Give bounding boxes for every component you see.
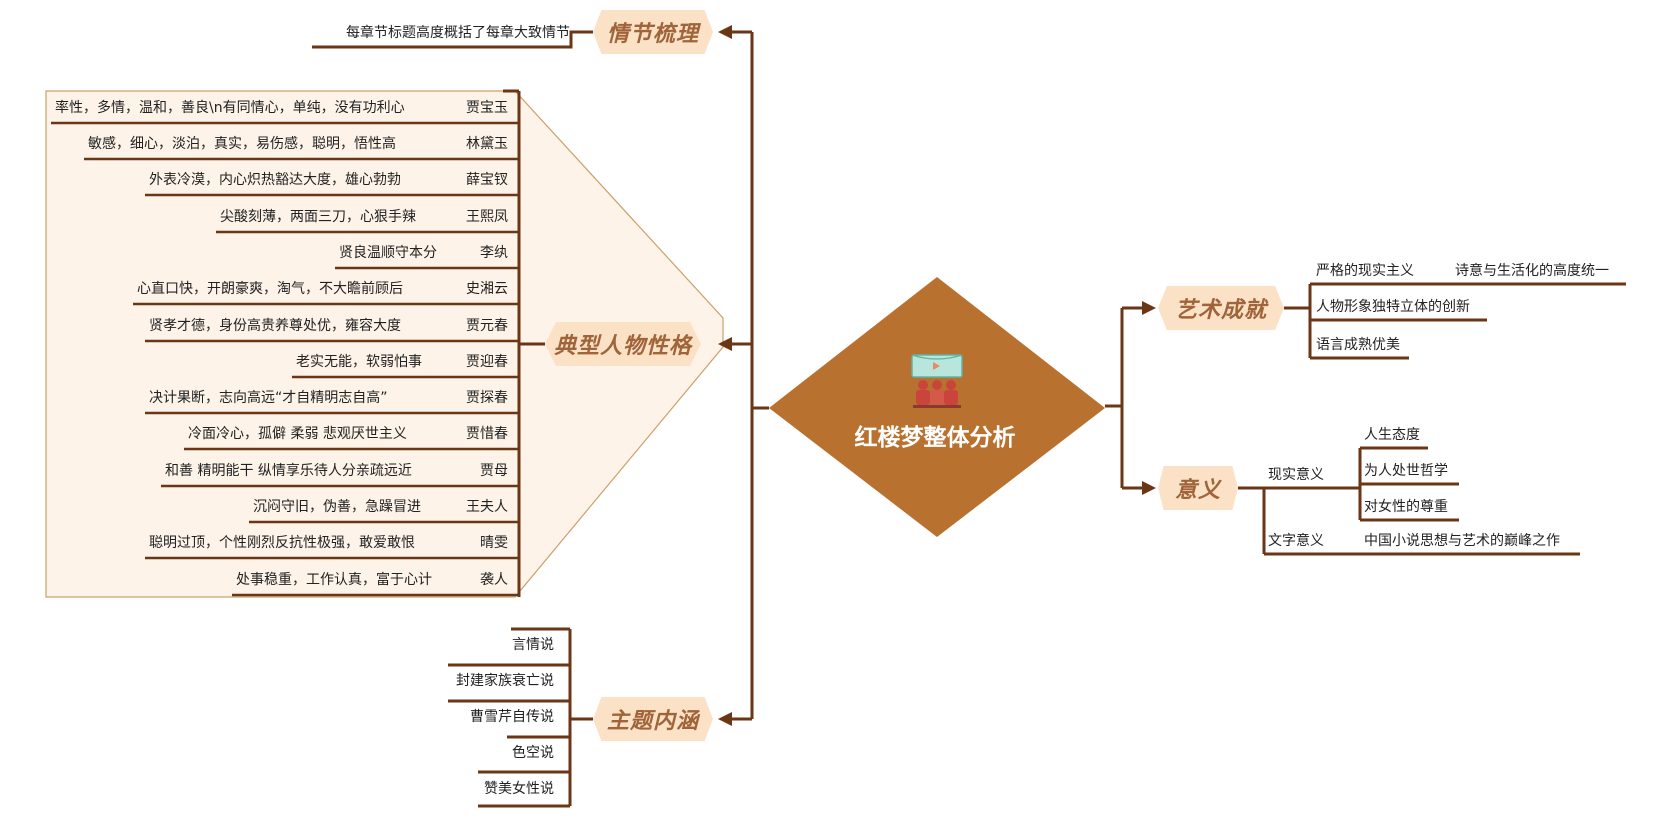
name-xiren: 袭人	[480, 572, 508, 588]
name-li-wan: 李纨	[480, 245, 508, 261]
trait-qingwen: 聪明过顶，个性刚烈反抗性极强，敢爱敢恨	[149, 535, 415, 551]
name-jia-yingchun: 贾迎春	[466, 354, 508, 370]
name-jia-mu: 贾母	[480, 463, 508, 479]
trait-jia-yingchun: 老实无能，软弱怕事	[296, 354, 422, 370]
trait-lin-daiyu: 敏感，细心，淡泊，真实，易伤感，聪明，悟性高	[88, 136, 396, 152]
branch-art[interactable]: 艺术成就	[1158, 286, 1284, 330]
name-qingwen: 晴雯	[480, 535, 508, 551]
plot-note: 每章节标题高度概括了每章大致情节	[346, 25, 570, 41]
meaning-real-item-2: 为人处世哲学	[1364, 463, 1448, 479]
name-jia-xichun: 贾惜春	[466, 426, 508, 442]
meaning-text-label: 文字意义	[1268, 533, 1324, 549]
name-jia-baoyu: 贾宝玉	[466, 100, 508, 116]
meaning-real-label: 现实意义	[1268, 467, 1324, 483]
branch-plot[interactable]: 情节梳理	[593, 10, 713, 54]
meaning-real-item-3: 对女性的尊重	[1364, 499, 1448, 515]
theme-item-5: 赞美女性说	[484, 781, 554, 797]
theme-item-2: 封建家族衰亡说	[456, 673, 554, 689]
branch-meaning[interactable]: 意义	[1158, 466, 1238, 510]
theme-item-4: 色空说	[512, 745, 554, 761]
trait-xue-baochai: 外表冷漠，内心炽热豁达大度，雄心勃勃	[149, 172, 401, 188]
trait-wang-furen: 沉闷守旧，伪善，急躁冒进	[253, 499, 421, 515]
art-subitem-poetic: 诗意与生活化的高度统一	[1455, 263, 1609, 279]
trait-wang-xifeng: 尖酸刻薄，两面三刀，心狠手辣	[220, 209, 416, 225]
art-item-characters: 人物形象独特立体的创新	[1316, 299, 1470, 315]
trait-jia-yuanchun: 贤孝才德，身份高贵养尊处优，雍容大度	[149, 318, 401, 334]
theater-audience-icon	[911, 354, 963, 408]
trait-li-wan: 贤良温顺守本分	[339, 245, 437, 261]
name-xue-baochai: 薛宝钗	[466, 172, 508, 188]
name-jia-tanchun: 贾探春	[466, 390, 508, 406]
branch-characters[interactable]: 典型人物性格	[545, 322, 701, 366]
trait-jia-tanchun: 决计果断，志向高远“才自精明志自高”	[149, 390, 388, 406]
trait-jia-xichun: 冷面冷心，孤僻 柔弱 悲观厌世主义	[188, 426, 407, 442]
branch-theme[interactable]: 主题内涵	[593, 697, 713, 741]
trait-jia-baoyu: 率性，多情，温和，善良\n有同情心，单纯，没有功利心	[55, 100, 405, 116]
name-jia-yuanchun: 贾元春	[466, 318, 508, 334]
trait-xiren: 处事稳重，工作认真，富于心计	[236, 572, 432, 588]
center-title: 红楼梦整体分析	[854, 425, 1016, 451]
art-item-language: 语言成熟优美	[1316, 337, 1400, 353]
theme-item-1: 言情说	[512, 637, 554, 653]
art-item-realism: 严格的现实主义	[1316, 263, 1414, 279]
trait-shi-xiangyun: 心直口快，开朗豪爽，淘气，不大瞻前顾后	[137, 281, 403, 297]
name-wang-xifeng: 王熙凤	[466, 209, 508, 225]
name-lin-daiyu: 林黛玉	[466, 136, 508, 152]
name-wang-furen: 王夫人	[466, 499, 508, 515]
meaning-real-item-1: 人生态度	[1364, 427, 1420, 443]
trait-jia-mu: 和善 精明能干 纵情享乐待人分亲疏远近	[165, 463, 412, 479]
theme-item-3: 曹雪芹自传说	[470, 709, 554, 725]
meaning-text-item-1: 中国小说思想与艺术的巅峰之作	[1364, 533, 1560, 549]
name-shi-xiangyun: 史湘云	[466, 281, 508, 297]
